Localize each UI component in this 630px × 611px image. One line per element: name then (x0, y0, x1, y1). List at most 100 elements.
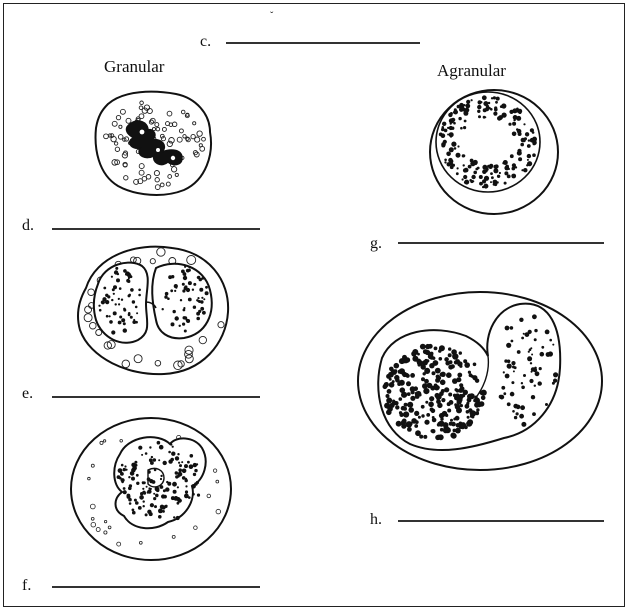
chromatin-dot (511, 361, 515, 365)
chromatin-dot (193, 473, 196, 476)
chromatin-dot (111, 276, 113, 278)
chromatin-dot (432, 416, 435, 419)
chromatin-dot (182, 289, 185, 292)
answer-blank-d[interactable] (52, 228, 260, 230)
chromatin-dot (482, 186, 484, 188)
chromatin-dot (507, 360, 511, 364)
chromatin-dot (474, 398, 480, 404)
chromatin-dot (127, 280, 130, 283)
chromatin-dot (511, 381, 514, 384)
chromatin-dot (138, 289, 141, 292)
chromatin-dot (532, 412, 536, 416)
chromatin-dot (143, 505, 145, 507)
chromatin-dot (171, 322, 175, 326)
chromatin-dot (507, 402, 511, 406)
chromatin-dot (103, 287, 106, 290)
chromatin-dot (161, 494, 165, 498)
chromatin-dot (176, 516, 180, 520)
chromatin-dot (192, 289, 194, 291)
chromatin-dot (503, 392, 506, 395)
chromatin-dot (460, 127, 463, 130)
chromatin-dot (205, 286, 208, 289)
chromatin-dot (425, 420, 429, 424)
chromatin-dot (153, 458, 157, 462)
chromatin-dot (441, 133, 446, 138)
chromatin-dot (507, 365, 509, 367)
chromatin-dot (463, 175, 467, 179)
cell-e-granulocyte (72, 240, 234, 378)
chromatin-dot (187, 461, 190, 464)
chromatin-dot (115, 267, 118, 270)
answer-blank-g[interactable] (398, 242, 604, 244)
chromatin-dot (123, 322, 126, 325)
chromatin-dot (521, 386, 525, 390)
chromatin-dot (487, 165, 490, 168)
chromatin-dot (437, 423, 441, 427)
chromatin-dot (513, 115, 518, 120)
chromatin-dot (172, 446, 174, 448)
chromatin-dot (463, 104, 465, 106)
chromatin-dot (158, 509, 163, 514)
answer-blank-c[interactable] (226, 42, 420, 44)
chromatin-dot (387, 389, 392, 394)
chromatin-dot (170, 443, 172, 445)
chromatin-dot (481, 396, 486, 401)
chromatin-dot (196, 317, 200, 321)
chromatin-dot (439, 357, 443, 361)
chromatin-dot (174, 284, 178, 288)
chromatin-dot (386, 394, 390, 398)
chromatin-dot (457, 361, 462, 366)
chromatin-dot (199, 288, 203, 292)
chromatin-dot (429, 396, 434, 401)
chromatin-dot (435, 435, 440, 440)
chromatin-dot (458, 394, 463, 399)
chromatin-dot (532, 314, 537, 319)
chromatin-dot (174, 496, 179, 501)
chromatin-dot (197, 494, 200, 497)
chromatin-dot (505, 374, 510, 379)
chromatin-dot (156, 489, 160, 493)
chromatin-dot (534, 385, 536, 387)
chromatin-dot (133, 319, 135, 321)
chromatin-dot (474, 377, 477, 380)
chromatin-dot (482, 95, 487, 100)
label-c: c. (200, 34, 211, 50)
chromatin-dot (445, 414, 448, 417)
chromatin-dot (476, 408, 479, 411)
chromatin-dot (471, 99, 473, 101)
chromatin-dot (457, 400, 462, 405)
answer-blank-f[interactable] (52, 586, 260, 588)
chromatin-dot (157, 441, 161, 445)
chromatin-dot (139, 495, 144, 500)
chromatin-dot (138, 294, 141, 297)
chromatin-dot (128, 313, 131, 316)
answer-blank-e[interactable] (52, 396, 260, 398)
chromatin-dot (118, 298, 120, 300)
chromatin-dot (155, 494, 159, 498)
chromatin-dot (541, 346, 544, 349)
chromatin-dot (484, 176, 489, 181)
chromatin-dot (450, 419, 453, 422)
chromatin-dot (416, 391, 422, 397)
chromatin-dot (538, 381, 542, 385)
chromatin-dot (534, 338, 537, 341)
chromatin-dot (532, 153, 536, 157)
chromatin-dot (105, 300, 109, 304)
chromatin-dot (154, 505, 157, 508)
chromatin-dot (473, 363, 477, 367)
chromatin-dot (113, 311, 117, 315)
chromatin-dot (111, 299, 113, 301)
chromatin-dot (178, 462, 180, 464)
chromatin-dot (119, 477, 122, 480)
chromatin-dot (499, 395, 503, 399)
chromatin-dot (449, 132, 454, 137)
chromatin-dot (202, 311, 206, 315)
chromatin-dot (116, 278, 120, 282)
chromatin-dot (514, 416, 517, 419)
chromatin-dot (136, 474, 139, 477)
answer-blank-h[interactable] (398, 520, 604, 522)
chromatin-dot (532, 141, 537, 146)
label-h: h. (370, 512, 382, 528)
chromatin-dot (432, 371, 436, 375)
chromatin-dot (525, 132, 529, 136)
